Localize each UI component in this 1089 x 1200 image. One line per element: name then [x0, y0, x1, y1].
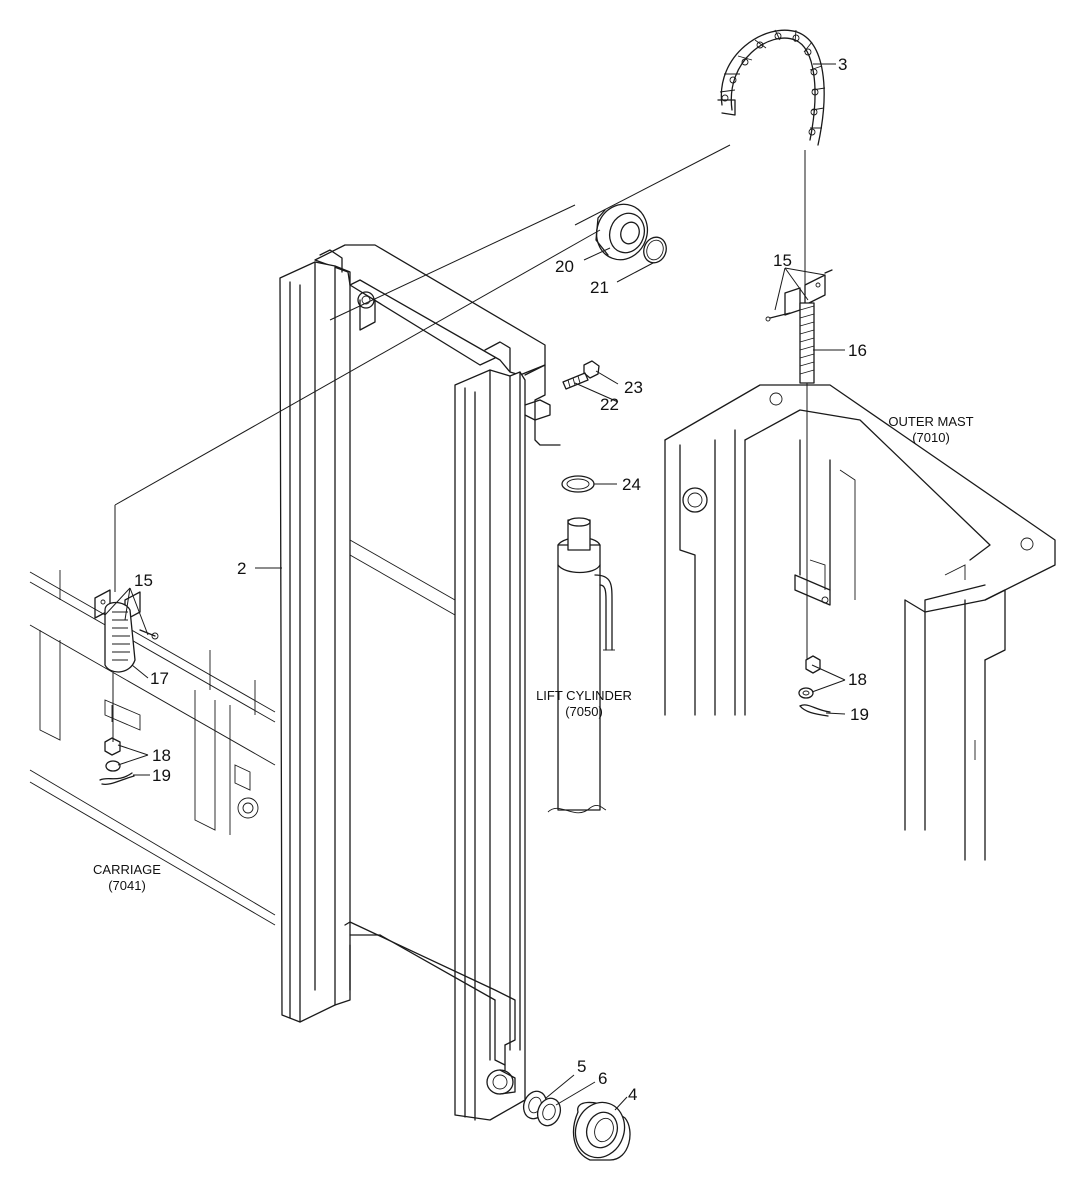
callout-4: 4 — [628, 1085, 637, 1104]
callout-22: 22 — [600, 395, 619, 414]
callout-19-left: 19 — [152, 766, 171, 785]
label-outer-mast-code: (7010) — [912, 430, 950, 445]
assembly-labels: OUTER MAST (7010) LIFT CYLINDER (7050) C… — [93, 414, 974, 893]
chain — [717, 29, 826, 146]
carriage-assembly — [29, 570, 276, 926]
lift-cylinder — [547, 517, 615, 814]
callout-20: 20 — [555, 257, 574, 276]
callout-23: 23 — [624, 378, 643, 397]
sheave-roller — [595, 203, 667, 264]
label-lift-cylinder: LIFT CYLINDER — [536, 688, 632, 703]
callout-18-left: 18 — [152, 746, 171, 765]
callout-16: 16 — [848, 341, 867, 360]
chain-anchor-left — [94, 589, 159, 786]
callout-17: 17 — [150, 669, 169, 688]
chain-anchor-right — [765, 269, 833, 717]
label-carriage: CARRIAGE — [93, 862, 161, 877]
callout-21: 21 — [590, 278, 609, 297]
callout-2: 2 — [237, 559, 246, 578]
label-outer-mast: OUTER MAST — [888, 414, 973, 429]
callout-15-right: 15 — [773, 251, 792, 270]
small-parts — [522, 360, 631, 1161]
leader-lines — [104, 63, 846, 1111]
callout-19-right: 19 — [850, 705, 869, 724]
routing-lines — [112, 144, 808, 742]
callout-15-left: 15 — [134, 571, 153, 590]
callout-3: 3 — [838, 55, 847, 74]
callout-numbers: 3 20 21 15 16 23 22 24 2 15 17 18 19 18 … — [134, 55, 869, 1104]
inner-mast — [279, 244, 561, 1121]
label-carriage-code: (7041) — [108, 878, 146, 893]
outer-mast-assembly — [664, 384, 1056, 861]
callout-18-right: 18 — [848, 670, 867, 689]
label-lift-cylinder-code: (7050) — [565, 704, 603, 719]
callout-5: 5 — [577, 1057, 586, 1076]
callout-24: 24 — [622, 475, 641, 494]
callout-6: 6 — [598, 1069, 607, 1088]
